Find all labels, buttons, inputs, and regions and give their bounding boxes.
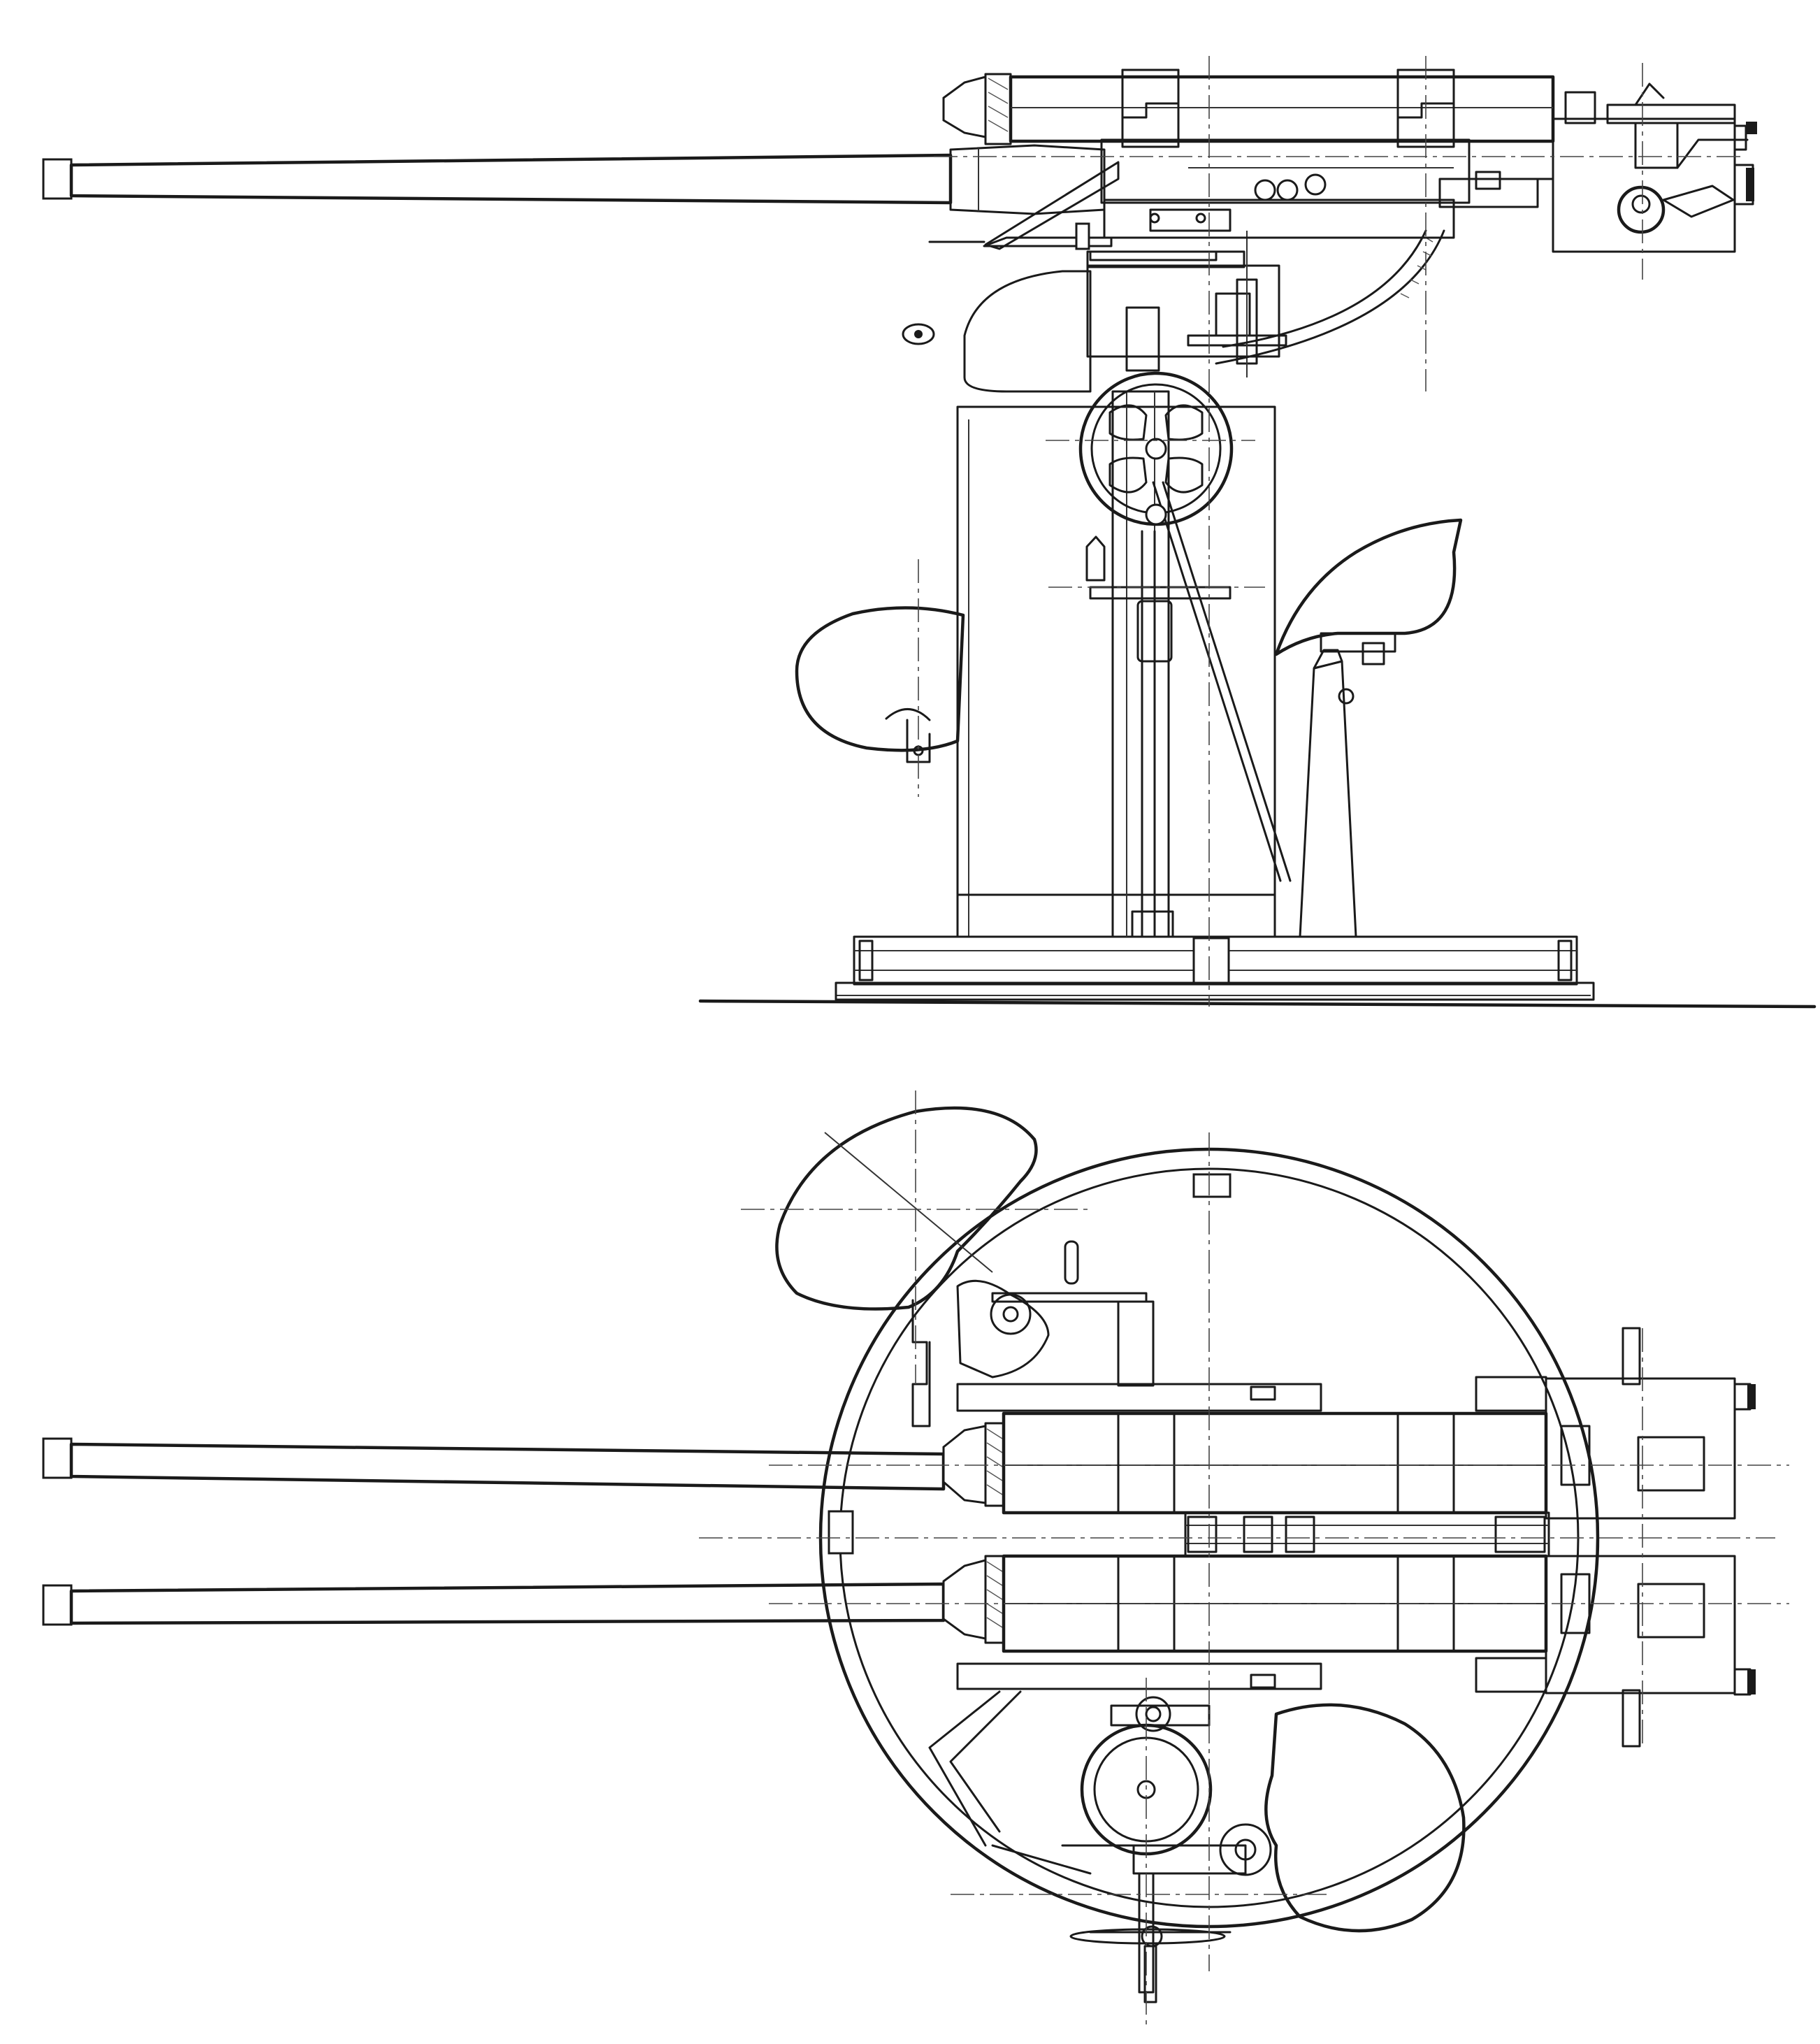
ground-line — [698, 995, 1817, 1009]
barrel-upper-plan — [42, 1411, 1548, 1515]
seat-left-side — [795, 559, 965, 797]
carriage-frame — [956, 1383, 1322, 1690]
seat-upper-plan — [775, 1106, 1155, 1427]
elevation-rod — [1085, 530, 1232, 938]
seat-right-side — [1274, 518, 1463, 938]
elevating-handwheel — [1078, 371, 1234, 526]
lower-mechanism-plan — [928, 1690, 1466, 2003]
front-bracket — [928, 161, 1218, 261]
pedestal — [956, 390, 1292, 938]
twin-linkage — [1184, 1511, 1550, 1557]
base-plate — [835, 935, 1595, 1001]
barrel-side — [42, 144, 1106, 215]
breech-blocks-plan — [1475, 1327, 1756, 1748]
plan-centerlines — [699, 1091, 1789, 2027]
receiver-side — [942, 69, 1555, 239]
traverse-handle-side — [902, 323, 935, 345]
side-centerlines — [934, 56, 1740, 1007]
side-elevation-view — [42, 56, 1817, 1009]
gun-cradle — [963, 173, 1445, 393]
breech-block — [1466, 82, 1757, 253]
plan-view — [42, 1091, 1789, 2027]
